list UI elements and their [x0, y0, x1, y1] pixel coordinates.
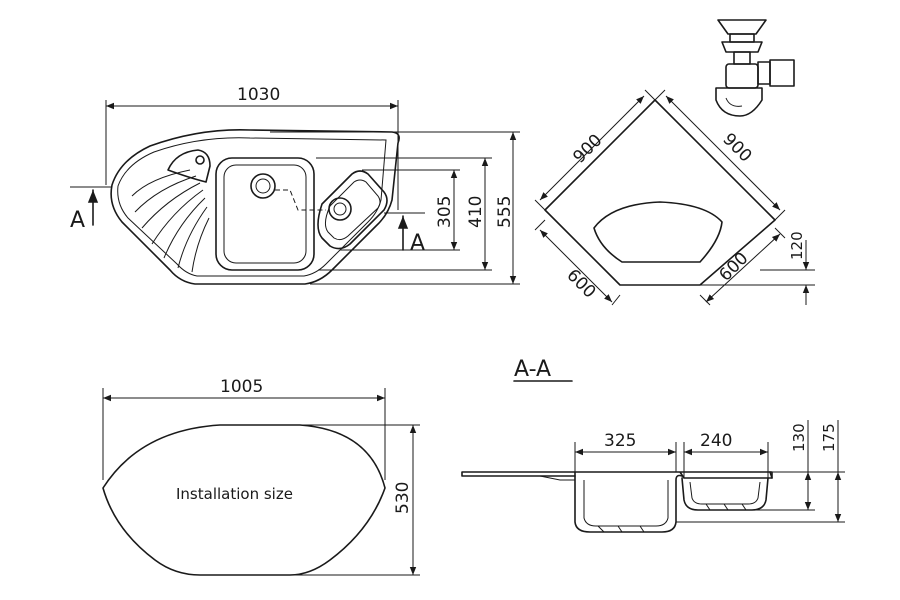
dim-side-left: 900 — [569, 130, 606, 167]
dim-width: 1030 — [237, 85, 280, 105]
dim-depth: 555 — [495, 196, 515, 228]
section-title: A-A — [514, 357, 551, 382]
corner-placement-view: 900 900 600 600 120 — [534, 89, 815, 306]
installation-outline — [102, 424, 386, 576]
drainer-ribs — [131, 169, 210, 273]
small-bowl-section — [681, 477, 769, 511]
section-mark-right: A — [410, 231, 425, 256]
soap-tray — [167, 149, 211, 183]
dim-front-left: 600 — [562, 265, 599, 302]
dim-small-bowl: 305 — [435, 196, 455, 228]
section-mark-left: A — [70, 208, 85, 233]
dim-small-bowl-width: 240 — [700, 431, 732, 451]
dim-bowl-depth: 410 — [466, 196, 486, 228]
installation-caption: Installation size — [176, 485, 293, 503]
installation-view: Installation size 1005 530 — [102, 377, 420, 576]
dim-install-width: 1005 — [220, 377, 263, 397]
siphon-icon — [715, 19, 795, 117]
main-drain — [250, 173, 276, 199]
sink-outline — [110, 129, 400, 285]
dim-main-bowl-width: 325 — [604, 431, 636, 451]
small-drain — [328, 197, 352, 221]
dim-side-right: 900 — [718, 129, 755, 166]
small-bowl — [317, 170, 388, 250]
tap-hole — [195, 155, 205, 165]
dim-main-depth: 175 — [820, 423, 838, 452]
dim-offset: 120 — [788, 231, 806, 260]
dim-install-height: 530 — [393, 482, 413, 514]
dim-small-depth: 130 — [790, 423, 808, 452]
main-bowl — [215, 157, 315, 271]
section-view: A-A 325 240 130 175 — [461, 357, 845, 533]
main-bowl-section — [574, 474, 683, 533]
dim-front-right: 600 — [715, 248, 752, 285]
corner-sink-shape — [593, 201, 723, 263]
sink-top-view: A A 1030 555 410 305 — [70, 85, 520, 285]
